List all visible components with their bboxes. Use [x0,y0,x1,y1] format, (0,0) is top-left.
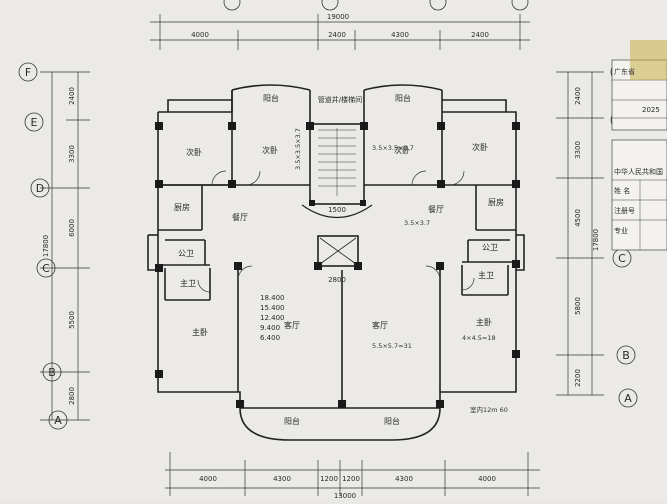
right-dim-seg4: 5800 [574,297,582,315]
handwritten-note-1: 3.5×3.5×3.7 [372,144,414,152]
right-dim-overall: 17800 [592,229,600,251]
top-dim-overall: 19000 [327,13,349,21]
stamp-line-major: 专业 [614,226,628,235]
stair-treads [318,128,356,196]
axis-label-B-right: B [622,349,630,362]
right-dim-seg3: 4500 [574,209,582,227]
left-dim-seg3: 6000 [68,219,76,237]
axis-label-D-left: D [36,182,44,195]
room-bedroom-tr2: 次卧 [472,142,488,152]
top-dim-seg3: 4300 [391,31,409,39]
bottom-dim-seg2: 4300 [273,475,291,483]
room-bath-right-1: 公卫 [482,243,498,252]
stamp-line-province: 广东省 [614,67,635,76]
left-dim-seg4: 5500 [68,311,76,329]
room-bedroom-tl1: 次卧 [186,147,202,157]
stamp-line-year: 2025 [642,106,660,114]
room-master-left: 主卧 [192,327,208,337]
bottom-dim-seg1: 4000 [199,475,217,483]
bottom-dimensions [165,452,540,496]
stair-note: 管道井/楼梯间 [318,95,362,104]
room-balcony-top-right: 阳台 [395,93,411,103]
elevation-2: 15.400 [260,304,285,312]
room-dining-right: 餐厅 [428,205,444,214]
axis-label-B-left: B [48,366,56,379]
handwritten-note-4: 4×4.5=18 [462,334,496,342]
room-dining-left: 餐厅 [232,213,248,222]
left-dimensions [40,71,90,421]
door-swings [197,170,475,293]
core-width-dim: 2800 [328,276,346,284]
top-axis-bubbles [223,0,529,11]
left-dim-seg5: 2800 [68,387,76,405]
right-dimensions [556,71,604,396]
room-bath-right-2: 主卫 [478,270,494,280]
room-bath-left-2: 主卫 [180,278,196,288]
registration-stamp [611,40,667,251]
axis-label-E-left: E [31,116,38,129]
elevator-shaft [319,237,357,265]
axis-label-A-right: A [624,392,632,405]
elevation-3: 12.400 [260,314,285,322]
elevation-5: 6.400 [260,334,280,342]
axis-label-A-left: A [54,414,62,427]
bottom-dim-seg4: 1200 [342,475,360,483]
room-bedroom-tl2: 次卧 [262,145,278,155]
handwritten-note-2: 3.5×3.7 [404,219,430,227]
room-kitchen-left: 厨房 [174,202,190,212]
stamp-line-regno: 注册号 [614,206,635,215]
left-dim-seg1: 2400 [68,87,76,105]
right-dim-seg2: 3300 [574,141,582,159]
left-dim-seg2: 3300 [68,145,76,163]
axis-label-F-left: F [25,66,31,79]
handwritten-note-3: 5.5×5.7=31 [372,342,412,350]
elevation-list: 18.400 15.400 12.400 9.400 6.400 [260,294,285,342]
stamp-line-title: 中华人民共和国 [614,167,663,176]
bottom-dim-seg6: 4000 [478,475,496,483]
room-balcony-top-left: 阳台 [263,93,279,103]
room-bath-left-1: 公卫 [178,249,194,258]
room-master-right: 主卧 [476,317,492,327]
handwritten-note-5: 室内12m 60 [470,405,508,414]
room-living-left: 客厅 [284,320,300,330]
bottom-dim-seg5: 4300 [395,475,413,483]
handwritten-note-6: 3.5×3.5×3.7 [294,128,302,170]
axis-label-C-left: C [42,262,50,275]
elevation-1: 18.400 [260,294,285,302]
stair-width-dim: 1500 [328,206,346,214]
room-kitchen-right: 厨房 [488,197,504,207]
top-dimensions [150,14,530,50]
top-dim-seg1: 4000 [191,31,209,39]
stamp-line-name: 姓 名 [614,186,630,195]
top-dim-seg2: 2400 [328,31,346,39]
top-dim-seg4: 2400 [471,31,489,39]
room-balcony-bottom-left: 阳台 [284,416,300,426]
bottom-dim-overall: 13000 [334,492,356,500]
right-dim-seg5: 2200 [574,369,582,387]
elevation-4: 9.400 [260,324,280,332]
room-living-right: 客厅 [372,320,388,330]
room-balcony-bottom-right: 阳台 [384,416,400,426]
left-dim-overall: 17800 [42,235,50,257]
columns [155,122,520,408]
axis-label-C-right: C [618,252,626,265]
room-bedroom-tr1: 次卧 [394,145,410,155]
bottom-dim-seg3: 1200 [320,475,338,483]
right-dim-seg1: 2400 [574,87,582,105]
left-axis-bubbles [18,62,68,430]
stair-landing-curve [301,204,373,218]
